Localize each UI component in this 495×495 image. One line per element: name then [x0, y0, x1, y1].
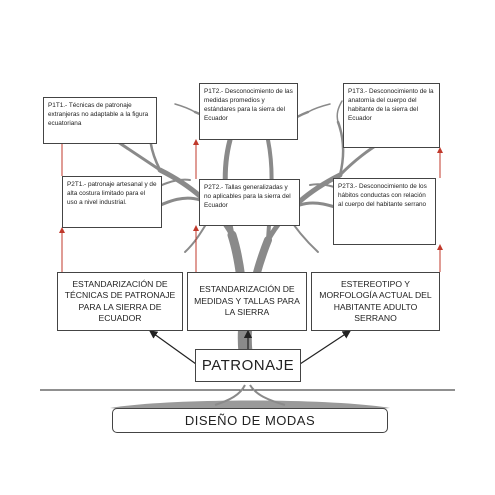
problem-box-p1t2: P1T2.- Desconocimiento de las medidas pr…: [199, 83, 298, 140]
branch-box-medidas-tallas: ESTANDARIZACIÓN DE MEDIDAS Y TALLAS PARA…: [187, 272, 307, 331]
branch-box-estereotipo: ESTEREOTIPO Y MORFOLOGÍA ACTUAL DEL HABI…: [311, 272, 440, 331]
trunk-box-patronaje: PATRONAJE: [195, 349, 301, 382]
problem-box-p1t1: P1T1.- Técnicas de patronaje extranjeras…: [43, 97, 157, 144]
problem-box-p2t2: P2T2.- Tallas generalizadas y no aplicab…: [199, 179, 300, 226]
problem-box-p2t3: P2T3.- Desconocimiento de los hábitos co…: [333, 178, 436, 245]
problem-box-p1t3: P1T3.- Desconocimiento de la anatomía de…: [343, 83, 440, 148]
branch-box-patronaje-techniques: ESTANDARIZACIÓN DE TÉCNICAS DE PATRONAJE…: [57, 272, 183, 331]
problem-box-p2t1: P2T1.- patronaje artesanal y de alta cos…: [62, 176, 162, 228]
roots-box-diseno-de-modas: DISEÑO DE MODAS: [112, 408, 388, 433]
black-arrows: [149, 329, 352, 365]
